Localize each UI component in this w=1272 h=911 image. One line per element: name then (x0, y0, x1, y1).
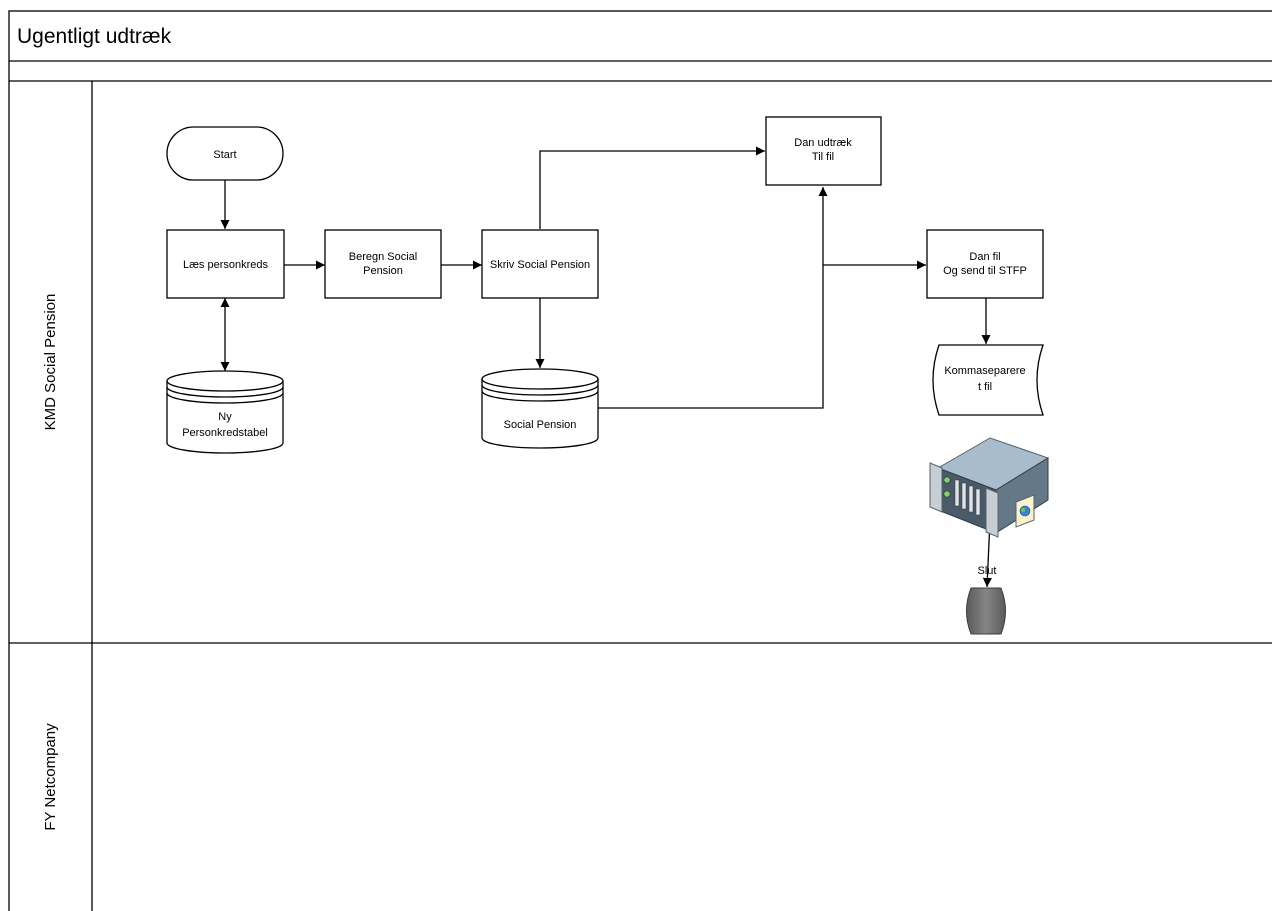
diagram-title: Ugentligt udtræk (17, 25, 172, 48)
komma-label-2: t fil (978, 381, 992, 393)
pool-frame (8, 10, 1272, 911)
lane-label-netcompany: FY Netcompany (42, 723, 59, 831)
slut-label: Slut (978, 565, 997, 577)
beregn-label-2: Pension (363, 265, 403, 277)
server-icon (929, 437, 1050, 538)
lane-label-kmd: KMD Social Pension (42, 294, 59, 431)
start-node: Start (166, 126, 284, 181)
process-skriv-social-pension: Skriv Social Pension (481, 229, 599, 299)
stored-data-kommasepareret-fil: Kommaseparere t fil (932, 344, 1044, 416)
social-db-label: Social Pension (504, 419, 577, 431)
process-dan-fil: Dan fil Og send til STFP (926, 229, 1044, 299)
dan-fil-label-2: Og send til STFP (943, 265, 1027, 277)
database-social-pension: Social Pension (481, 368, 599, 449)
connectors (220, 146, 992, 588)
end-node: Slut (966, 565, 1006, 635)
ny-tabel-label-2: Personkredstabel (182, 427, 268, 439)
skriv-label: Skriv Social Pension (490, 259, 590, 271)
dan-fil-label-1: Dan fil (969, 251, 1000, 263)
komma-label-1: Kommaseparere (944, 365, 1025, 377)
connector-skriv-danudtraek (539, 146, 765, 229)
beregn-label-1: Beregn Social (349, 251, 418, 263)
dan-udtraek-label-2: Til fil (812, 151, 834, 163)
start-label: Start (213, 149, 236, 161)
dan-udtraek-label-1: Dan udtræk (794, 137, 852, 149)
connector-db-danudtraek (598, 187, 828, 409)
laes-label: Læs personkreds (183, 259, 268, 271)
database-ny-personkredstabel: Ny Personkredstabel (166, 370, 284, 454)
process-beregn-social-pension: Beregn Social Pension (324, 229, 442, 299)
ny-tabel-label-1: Ny (218, 411, 232, 423)
process-dan-udtraek: Dan udtræk Til fil (765, 116, 882, 186)
process-laes-personkreds: Læs personkreds (166, 229, 285, 299)
